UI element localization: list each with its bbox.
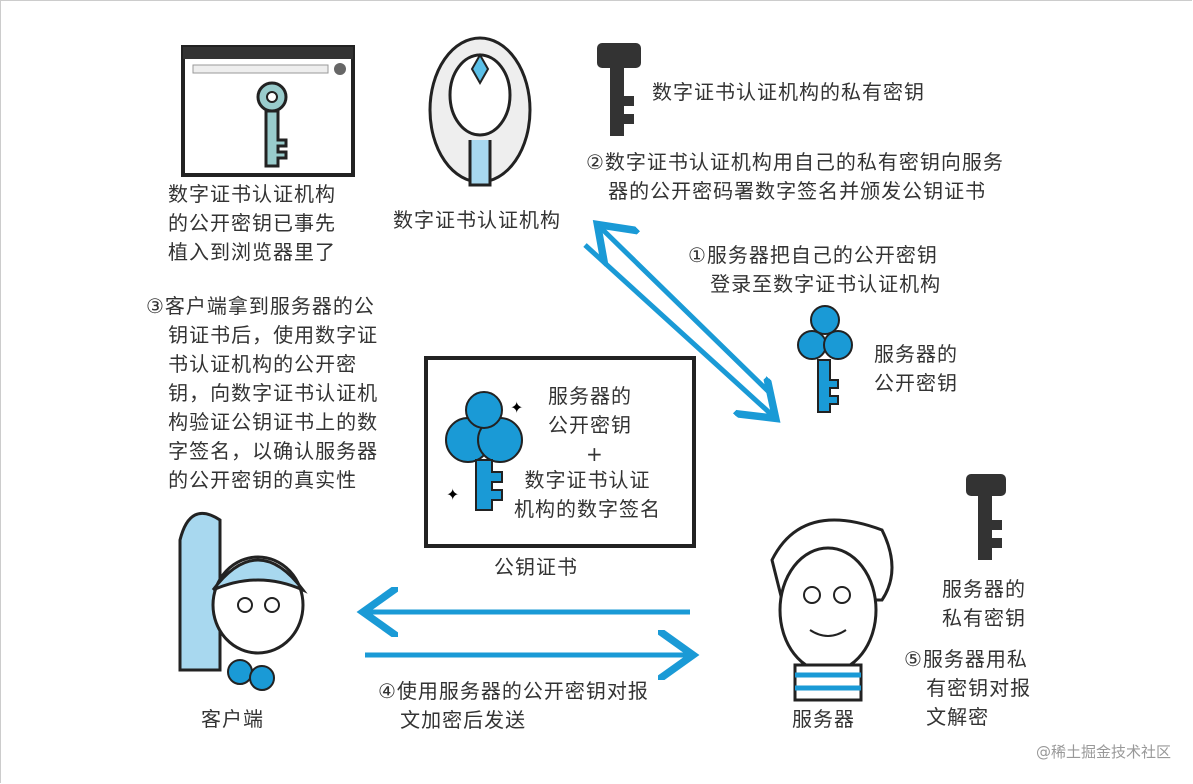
arrow-server-to-ca xyxy=(583,243,772,415)
certificate-label: 公钥证书 xyxy=(494,555,578,579)
client-avatar xyxy=(178,511,308,691)
client-label: 客户端 xyxy=(201,707,264,731)
server-private-key-label: 服务器的 私有密钥 xyxy=(942,577,1026,630)
svg-text:✦: ✦ xyxy=(446,485,459,504)
watermark: @稀土掘金技术社区 xyxy=(1035,743,1171,761)
server-label: 服务器 xyxy=(792,707,855,731)
cert-content-signature: 数字证书认证 机构的数字签名 xyxy=(514,468,661,521)
step1-label: ①服务器把自己的公开密钥 登录至数字证书认证机构 xyxy=(688,243,942,296)
certificate-authority-avatar xyxy=(428,36,532,187)
server-avatar xyxy=(770,518,894,702)
step2-label: ②数字证书认证机构用自己的私有密钥向服务 器的公开密码署数字签名并颁发公钥证书 xyxy=(586,150,1004,203)
step3-label: ③客户端拿到服务器的公 钥证书后，使用数字证 书认证机构的公开密 钥，向数字证书… xyxy=(146,294,379,492)
ca-private-key-icon xyxy=(597,43,641,136)
ca-private-key-label: 数字证书认证机构的私有密钥 xyxy=(652,80,925,104)
server-private-key-icon xyxy=(966,474,1006,560)
certificate-box: ✦ ✦ xyxy=(424,356,696,548)
step4-label: ④使用服务器的公开密钥对报 文加密后发送 xyxy=(378,679,649,732)
cert-content-pubkey: 服务器的 公开密钥 xyxy=(548,384,632,437)
server-pubkey-label: 服务器的 公开密钥 xyxy=(874,342,958,395)
step5-label: ⑤服务器用私 有密钥对报 文解密 xyxy=(904,647,1032,729)
browser-window-icon xyxy=(181,45,355,177)
server-public-key-icon xyxy=(797,305,853,413)
arrow-ca-to-server xyxy=(601,228,774,397)
ca-pubkey-preinstalled-label: 数字证书认证机构 的公开密钥已事先 植入到浏览器里了 xyxy=(168,182,336,264)
svg-text:✦: ✦ xyxy=(510,398,523,417)
cert-plus: + xyxy=(586,442,604,466)
ca-label: 数字证书认证机构 xyxy=(393,208,561,232)
